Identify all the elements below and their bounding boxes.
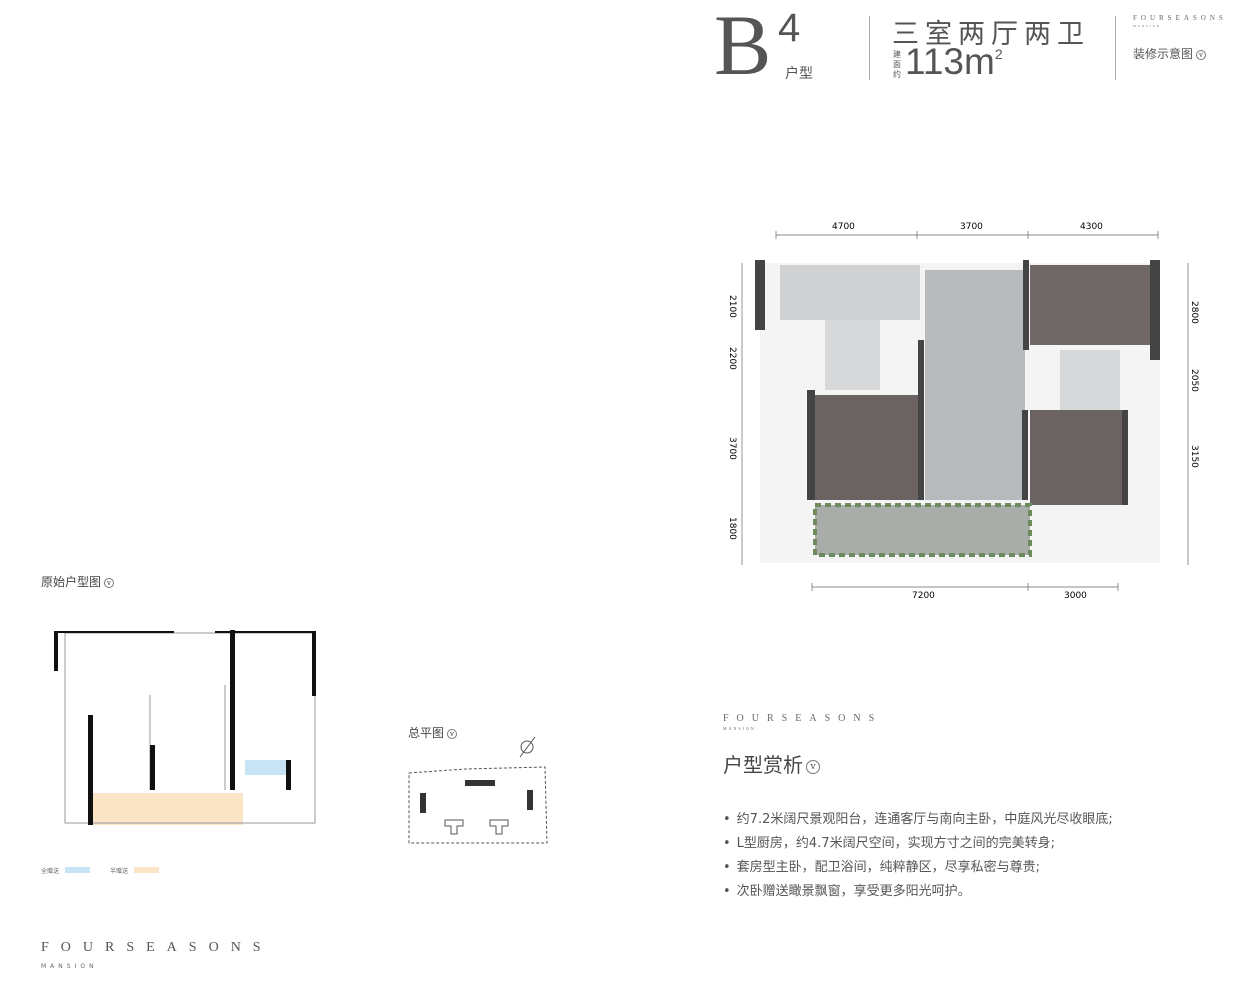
bathroom	[825, 320, 880, 390]
dim-left: 2100	[727, 295, 737, 318]
dim-left: 2200	[727, 347, 737, 370]
chevron-down-icon: v	[806, 759, 820, 774]
legend-swatch	[134, 867, 160, 873]
balcony	[815, 505, 1030, 555]
analysis-point: 套房型主卧，配卫浴间，纯粹静区，尽享私密与尊贵;	[723, 856, 1113, 880]
dim-right: 3150	[1189, 445, 1199, 468]
bathroom	[1060, 350, 1120, 410]
dim-right: 2050	[1189, 369, 1199, 392]
unit-letter: B	[714, 0, 772, 93]
legend-swatch	[65, 867, 91, 873]
room-config: 三室两厅两卫	[892, 19, 1090, 50]
analysis-title-text: 户型赏析	[723, 753, 803, 777]
chevron-down-icon: v	[104, 577, 115, 588]
divider	[1115, 16, 1116, 80]
legend-full-gift: 全赠送	[41, 866, 91, 875]
footer-brand-sub: MANSION	[41, 963, 98, 970]
area-label: 建面约	[893, 50, 901, 79]
dim-right: 2800	[1189, 301, 1199, 324]
divider	[869, 16, 870, 80]
dim-top: 4300	[1080, 222, 1103, 232]
area-unit: m	[964, 41, 995, 82]
footer-brand: FOURSEASONS	[41, 940, 273, 955]
dim-bottom: 7200	[912, 591, 935, 601]
area-value: 113m2	[905, 43, 1003, 80]
decor-text: 装修示意图	[1133, 47, 1194, 61]
chevron-down-icon: v	[1196, 49, 1207, 60]
legend-label: 全赠送	[41, 868, 60, 875]
dim-top: 3700	[960, 222, 983, 232]
analysis-brand-sub: MANSION	[723, 726, 756, 731]
unit-number: 4	[778, 6, 801, 50]
chevron-down-icon: v	[447, 728, 458, 739]
master-bedroom	[1030, 265, 1150, 345]
original-plan-title-text: 原始户型图	[41, 575, 102, 589]
area-number: 113	[905, 41, 964, 82]
bedroom-2	[815, 395, 920, 500]
dim-left: 3700	[727, 437, 737, 460]
bedroom-3	[1030, 410, 1125, 505]
floor-plan: 4700 3700 4300 2100 2200 3700 1800 2800 …	[727, 222, 1199, 601]
unit-type-label: 户型	[785, 66, 813, 82]
analysis-brand: FOURSEASONS	[723, 713, 883, 724]
header-brand-sub: MANSION	[1133, 24, 1162, 28]
kitchen	[780, 265, 920, 320]
area-unit-sup: 2	[994, 46, 1003, 62]
analysis-points: 约7.2米阔尺景观阳台，连通客厅与南向主卧，中庭风光尽收眼底; L型厨房，约4.…	[723, 808, 1113, 904]
site-plan	[408, 736, 548, 844]
dim-left: 1800	[727, 517, 737, 540]
analysis-point: 次卧赠送瞰景飘窗，享受更多阳光呵护。	[723, 880, 1113, 904]
compass-icon	[519, 736, 536, 758]
header-brand: FOURSEASONS	[1133, 14, 1227, 22]
legend-label: 半赠送	[110, 868, 129, 875]
living-room	[925, 270, 1025, 500]
legend-half-gift: 半赠送	[110, 866, 160, 875]
analysis-point: 约7.2米阔尺景观阳台，连通客厅与南向主卧，中庭风光尽收眼底;	[723, 808, 1113, 832]
dim-bottom: 3000	[1064, 591, 1087, 601]
original-floor-plan	[54, 630, 316, 825]
site-plan-title-text: 总平图	[408, 726, 445, 740]
analysis-point: L型厨房，约4.7米阔尺空间，实现方寸之间的完美转身;	[723, 832, 1113, 856]
dim-top: 4700	[832, 222, 855, 232]
